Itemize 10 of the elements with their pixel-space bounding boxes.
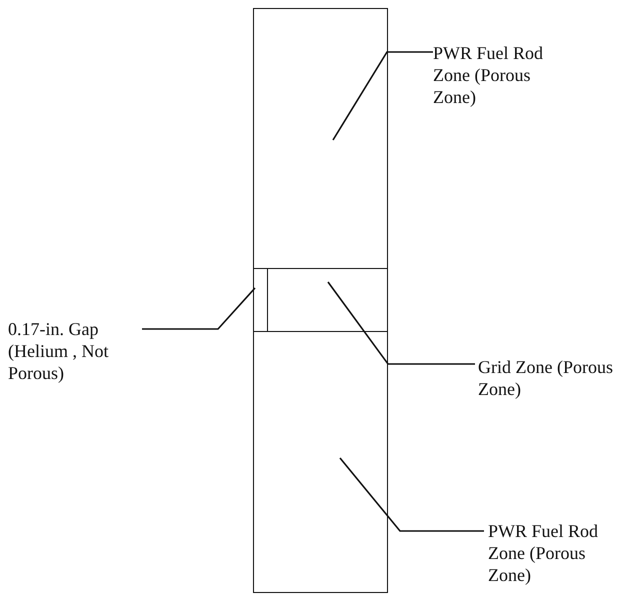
leader-line bbox=[142, 287, 256, 330]
zone-label: Grid Zone (Porous Zone) bbox=[478, 356, 628, 400]
fuel-rod-zone bbox=[253, 8, 388, 269]
zone-label: 0.17-in. Gap (Helium , Not Porous) bbox=[8, 318, 130, 384]
zone-label: PWR Fuel Rod Zone (Porous Zone) bbox=[488, 520, 628, 586]
zone-label: PWR Fuel Rod Zone (Porous Zone) bbox=[433, 42, 573, 108]
leader-line bbox=[327, 282, 475, 365]
fuel-rod-zone bbox=[253, 331, 388, 593]
leader-line bbox=[332, 51, 433, 140]
leader-line bbox=[339, 458, 484, 532]
